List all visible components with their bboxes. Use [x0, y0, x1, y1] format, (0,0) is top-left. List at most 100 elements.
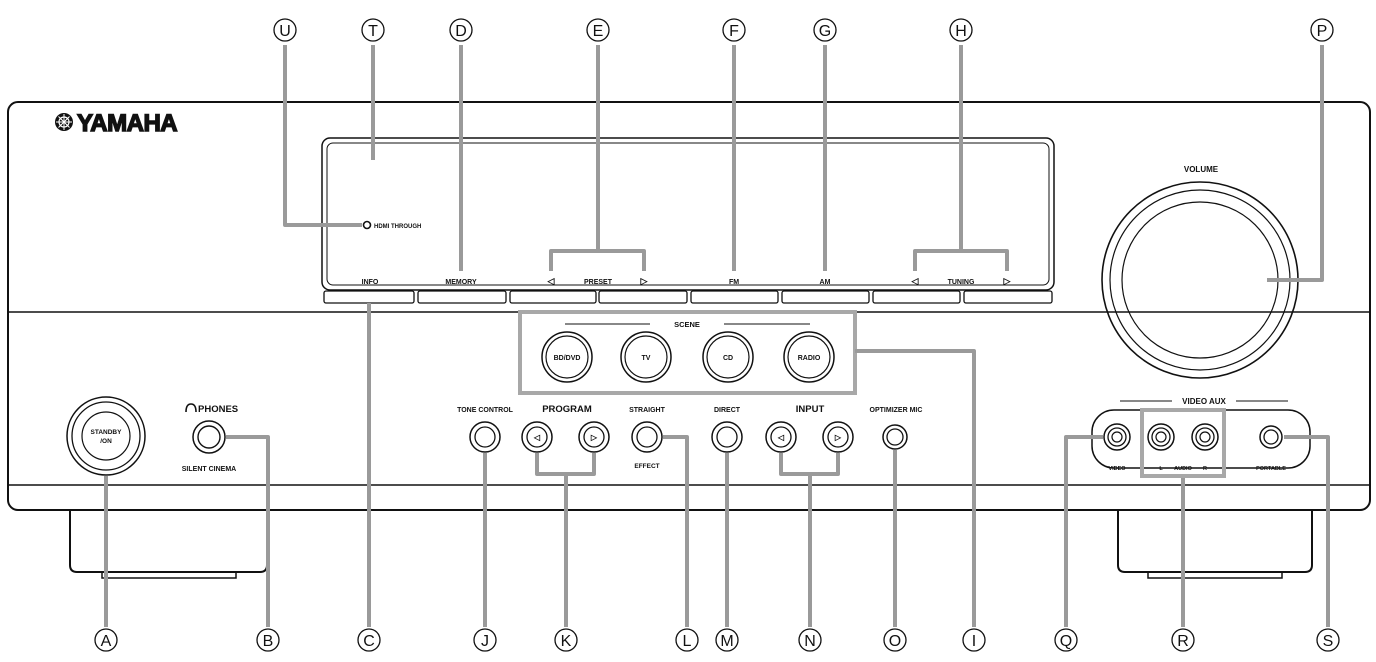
- info-key[interactable]: [323, 290, 415, 304]
- direct-button[interactable]: [711, 421, 743, 453]
- video-jack-label: VIDEO: [1108, 466, 1126, 472]
- callout-i: I: [962, 628, 986, 652]
- svg-text:G: G: [819, 23, 831, 40]
- direct-label: DIRECT: [714, 407, 741, 414]
- tuning-label: TUNING: [948, 279, 975, 286]
- fm-label: FM: [729, 279, 739, 286]
- silent-cinema-label: SILENT CINEMA: [182, 466, 236, 473]
- input-left-arrow-icon: ◁: [777, 433, 785, 442]
- program-right-arrow-icon: ▷: [590, 433, 598, 442]
- scene-label: SCENE: [674, 320, 700, 329]
- scene-tv-button[interactable]: TV: [620, 331, 672, 383]
- standby-label: STANDBY: [91, 429, 123, 436]
- memory-label: MEMORY: [445, 279, 477, 286]
- callout-t: T: [361, 18, 385, 42]
- audio-l-label: L: [1159, 466, 1163, 472]
- svg-text:O: O: [889, 633, 901, 650]
- callout-c: C: [357, 628, 381, 652]
- tuning-left-key[interactable]: [872, 290, 961, 304]
- callout-q: Q: [1054, 628, 1078, 652]
- straight-label: STRAIGHT: [629, 407, 666, 414]
- callout-h: H: [949, 18, 973, 42]
- callout-m: M: [715, 628, 739, 652]
- phones-jack[interactable]: [192, 420, 226, 454]
- input-left-button[interactable]: ◁: [765, 421, 797, 453]
- straight-button[interactable]: [631, 421, 663, 453]
- svg-text:E: E: [593, 23, 604, 40]
- svg-text:P: P: [1317, 23, 1328, 40]
- input-label: INPUT: [796, 404, 825, 415]
- callout-l: L: [675, 628, 699, 652]
- callout-d: D: [449, 18, 473, 42]
- optimizer-mic-jack[interactable]: [882, 424, 908, 450]
- program-right-button[interactable]: ▷: [578, 421, 610, 453]
- am-label: AM: [820, 279, 831, 286]
- tone-control-button[interactable]: [469, 421, 501, 453]
- video-jack[interactable]: [1103, 423, 1131, 451]
- on-label: /ON: [100, 438, 112, 445]
- hdmi-through-label: HDMI THROUGH: [374, 224, 421, 230]
- preset-right-key[interactable]: [598, 290, 688, 304]
- callout-g: G: [813, 18, 837, 42]
- svg-text:T: T: [368, 23, 378, 40]
- svg-text:F: F: [729, 23, 739, 40]
- audio-label: AUDIO: [1174, 466, 1192, 472]
- preset-left-key[interactable]: [509, 290, 597, 304]
- scene-bd-dvd-label: BD/DVD: [554, 355, 581, 362]
- effect-label: EFFECT: [634, 463, 659, 470]
- standby-on-button[interactable]: STANDBY /ON: [66, 396, 146, 476]
- tuning-right-key[interactable]: [963, 290, 1053, 304]
- volume-label: VOLUME: [1184, 165, 1219, 174]
- svg-text:R: R: [1177, 633, 1189, 650]
- video-aux-label: VIDEO AUX: [1182, 397, 1226, 406]
- headphones-icon: [185, 403, 197, 413]
- fm-key[interactable]: [690, 290, 779, 304]
- scene-buttons: BD/DVD TV CD RADIO: [541, 331, 835, 383]
- audio-r-jack[interactable]: [1191, 423, 1219, 451]
- callout-k: K: [554, 628, 578, 652]
- scene-radio-button[interactable]: RADIO: [783, 331, 835, 383]
- program-label: PROGRAM: [542, 404, 592, 415]
- display-keys: [323, 290, 1053, 304]
- memory-key[interactable]: [417, 290, 507, 304]
- input-right-button[interactable]: ▷: [822, 421, 854, 453]
- svg-text:J: J: [481, 633, 489, 650]
- preset-label: PRESET: [584, 279, 613, 286]
- info-label: INFO: [362, 279, 379, 286]
- portable-jack[interactable]: [1259, 425, 1283, 449]
- logo-text: YAMAHA: [77, 110, 177, 137]
- tuning-left-arrow-icon: ◁: [911, 276, 920, 286]
- svg-text:Q: Q: [1060, 633, 1072, 650]
- scene-bd-dvd-button[interactable]: BD/DVD: [541, 331, 593, 383]
- tuning-right-arrow-icon: ▷: [1003, 276, 1012, 286]
- svg-text:I: I: [972, 633, 976, 650]
- portable-label: PORTABLE: [1256, 466, 1286, 472]
- callout-b: B: [256, 628, 280, 652]
- scene-cd-label: CD: [723, 355, 733, 362]
- program-left-button[interactable]: ◁: [521, 421, 553, 453]
- svg-text:K: K: [561, 633, 572, 650]
- right-foot: [1117, 510, 1313, 579]
- scene-radio-label: RADIO: [798, 355, 821, 362]
- svg-text:D: D: [455, 23, 467, 40]
- hdmi-through-indicator: HDMI THROUGH: [362, 220, 421, 230]
- svg-text:L: L: [683, 633, 692, 650]
- callout-lines: [104, 45, 1330, 627]
- svg-text:U: U: [279, 23, 291, 40]
- svg-text:S: S: [1323, 633, 1334, 650]
- tone-control-label: TONE CONTROL: [457, 407, 514, 414]
- phones-section: PHONES SILENT CINEMA: [182, 403, 238, 473]
- svg-text:C: C: [363, 633, 375, 650]
- preset-left-arrow-icon: ◁: [547, 276, 556, 286]
- svg-text:B: B: [263, 633, 274, 650]
- left-foot: [69, 510, 268, 579]
- audio-r-label: R: [1203, 466, 1207, 472]
- scene-cd-button[interactable]: CD: [702, 331, 754, 383]
- preset-right-arrow-icon: ▷: [640, 276, 649, 286]
- optimizer-mic-label: OPTIMIZER MIC: [870, 407, 923, 414]
- am-key[interactable]: [781, 290, 870, 304]
- callout-n: N: [798, 628, 822, 652]
- audio-l-jack[interactable]: [1147, 423, 1175, 451]
